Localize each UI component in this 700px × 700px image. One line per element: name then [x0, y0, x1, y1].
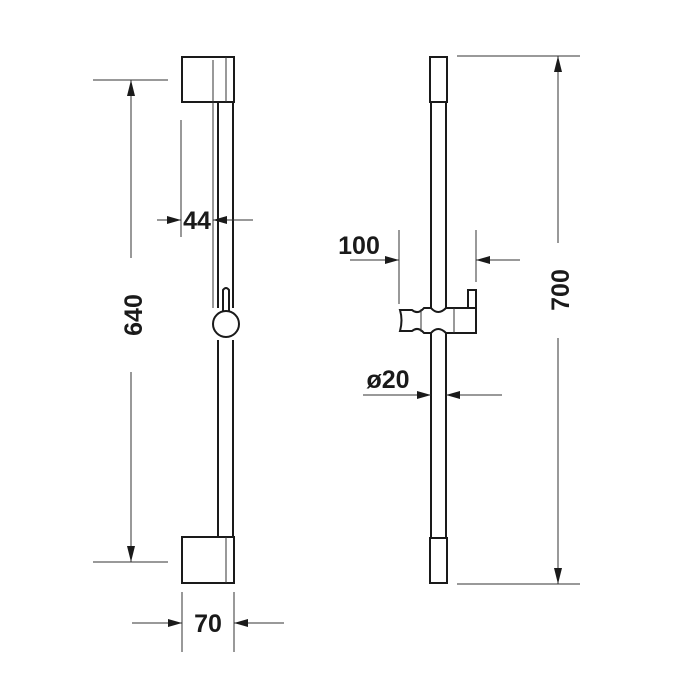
- slider-release-button: [467, 289, 477, 309]
- top-wall-bracket: [181, 56, 235, 103]
- slider-knob-side: [212, 287, 240, 338]
- dim-label-44: 44: [183, 207, 211, 235]
- dim-label-700: 700: [547, 269, 575, 311]
- front-view: 100 ø20 700: [338, 55, 580, 585]
- dim-label-70: 70: [194, 610, 222, 638]
- dim-label-100: 100: [338, 232, 380, 260]
- dimension-100: 100: [338, 230, 520, 304]
- dimension-70: 70: [132, 592, 284, 652]
- rail-front: [430, 102, 447, 538]
- side-view: 640 44 70: [93, 56, 284, 652]
- dim-label-640: 640: [120, 294, 148, 336]
- dimension-44: 44: [157, 120, 253, 237]
- dim-label-diameter: ø20: [366, 366, 409, 394]
- top-end-cap: [429, 56, 448, 103]
- dimension-640: 640: [93, 79, 168, 563]
- dimension-700: 700: [457, 55, 580, 585]
- rail-side: [217, 102, 234, 538]
- bottom-end-cap: [429, 537, 448, 584]
- dimension-diameter-20: ø20: [363, 366, 502, 399]
- bottom-wall-bracket: [181, 536, 235, 584]
- slider-clamp: [398, 289, 477, 334]
